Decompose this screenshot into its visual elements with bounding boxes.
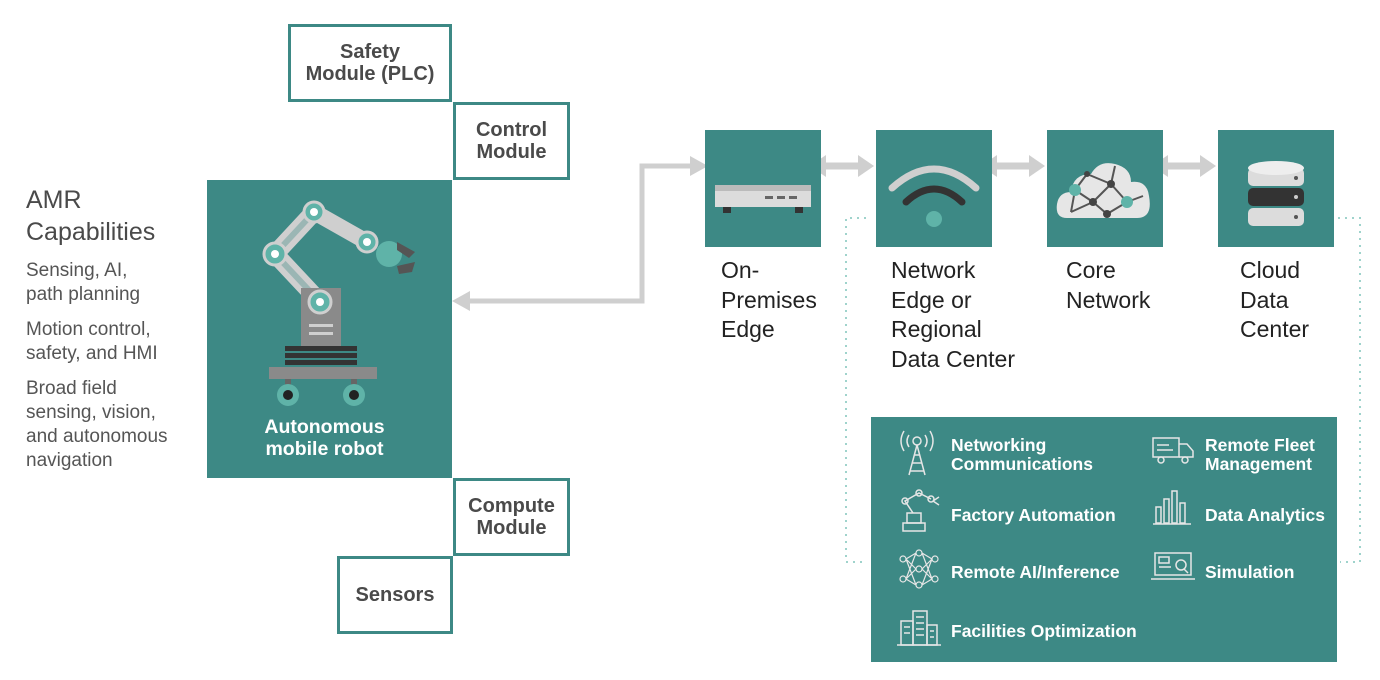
robot-arm-icon <box>901 489 940 532</box>
service-facilities-optimization: Facilities Optimization <box>951 622 1137 641</box>
service-label-line: Remote Fleet <box>1205 435 1315 455</box>
cloud-network-icon <box>1056 163 1150 218</box>
capabilities-title-line2: Capabilities <box>26 218 156 246</box>
robot-edge-connector <box>466 163 696 304</box>
node-label-network-edge: Network Edge or Regional Data Center <box>891 256 1041 374</box>
service-label-line: Remote AI/Inference <box>951 562 1120 582</box>
robot-label: Autonomous mobile robot <box>207 416 442 460</box>
control-module-line: Control <box>475 119 548 141</box>
service-label-line: Factory Automation <box>951 505 1116 525</box>
capability-line: path planning <box>26 284 141 305</box>
capabilities-title-line1: AMR <box>26 186 82 214</box>
capability-item-field-sensing: Broad field sensing, vision, and autonom… <box>26 377 206 473</box>
node-label-line: Edge <box>721 316 775 342</box>
safety-module-box: Safety Module (PLC) <box>288 24 452 102</box>
service-label-line: Networking <box>951 435 1047 455</box>
sensors-box: Sensors <box>337 556 453 634</box>
monitor-icon <box>1151 552 1195 580</box>
safety-module-line: Safety <box>339 41 401 63</box>
neural-network-icon <box>899 549 939 589</box>
robot-box: Autonomous mobile robot <box>207 180 452 478</box>
robot-label-line2: mobile robot <box>265 438 384 460</box>
bar-chart-icon <box>1153 490 1191 525</box>
service-simulation: Simulation <box>1205 563 1294 582</box>
wifi-icon <box>888 165 980 227</box>
node-label-cloud-data-center: Cloud Data Center <box>1240 256 1360 345</box>
node-label-line: Premises <box>721 286 817 313</box>
node-label-line: Cloud <box>1240 257 1301 283</box>
node-on-premises-edge <box>705 130 821 247</box>
building-icon <box>897 610 941 646</box>
node-network-edge <box>876 130 992 247</box>
delivery-truck-icon <box>1152 437 1194 464</box>
node-label-core-network: Core Network <box>1066 256 1196 315</box>
compute-module-line: Module <box>476 517 547 539</box>
database-icon <box>1248 161 1304 226</box>
robot-arm-icon <box>262 200 415 406</box>
node-cloud-data-center <box>1218 130 1334 247</box>
node-label-on-premises-edge: On- Premises Edge <box>721 256 851 345</box>
antenna-icon <box>900 430 934 476</box>
router-icon <box>715 185 811 213</box>
capability-line: Motion control, <box>26 319 151 340</box>
node-label-line: Edge or <box>891 286 972 313</box>
capability-item-sensing: Sensing, AI, path planning <box>26 259 206 307</box>
control-module-box: Control Module <box>453 102 570 180</box>
service-data-analytics: Data Analytics <box>1205 506 1325 525</box>
capability-line: safety, and HMI <box>26 343 158 364</box>
compute-module-line: Compute <box>468 495 555 517</box>
node-label-line: Network <box>891 257 976 283</box>
service-label-line: Data Analytics <box>1205 505 1325 525</box>
node-label-line: Data <box>1240 286 1289 313</box>
amr-capabilities-panel: AMR Capabilities Sensing, AI, path plann… <box>26 184 206 473</box>
service-label-line: Communications <box>951 454 1093 474</box>
safety-module-line: Module (PLC) <box>305 63 435 85</box>
node-label-line: Center <box>1240 316 1310 342</box>
robot-label-line1: Autonomous <box>264 416 385 438</box>
control-module-line: Module <box>476 141 547 163</box>
capability-line: Broad field <box>26 378 117 399</box>
arrowhead-right <box>690 156 708 176</box>
service-label-line: Management <box>1205 454 1312 474</box>
arrowhead-left <box>452 291 470 311</box>
service-factory-automation: Factory Automation <box>951 506 1116 525</box>
services-panel: Networking Communications Remote Fleet M… <box>871 417 1337 662</box>
node-label-line: On- <box>721 257 760 283</box>
service-label-line: Facilities Optimization <box>951 621 1137 641</box>
capability-item-motion: Motion control, safety, and HMI <box>26 318 206 366</box>
capability-line: sensing, vision, <box>26 402 156 423</box>
sensors-label: Sensors <box>355 584 435 606</box>
node-label-line: Network <box>1066 286 1151 313</box>
service-remote-fleet-management: Remote Fleet Management <box>1205 436 1315 474</box>
node-label-line: Regional <box>891 316 982 342</box>
service-remote-ai-inference: Remote AI/Inference <box>951 563 1120 582</box>
capability-line: and autonomous <box>26 426 168 447</box>
service-networking-communications: Networking Communications <box>951 436 1093 474</box>
capability-line: Sensing, AI, <box>26 260 128 281</box>
compute-module-box: Compute Module <box>453 478 570 556</box>
capabilities-title: AMR Capabilities <box>26 184 206 248</box>
node-core-network <box>1047 130 1163 247</box>
node-label-line: Core <box>1066 257 1116 283</box>
capability-line: navigation <box>26 450 113 471</box>
service-label-line: Simulation <box>1205 562 1295 582</box>
node-label-line: Data Center <box>891 345 1016 372</box>
